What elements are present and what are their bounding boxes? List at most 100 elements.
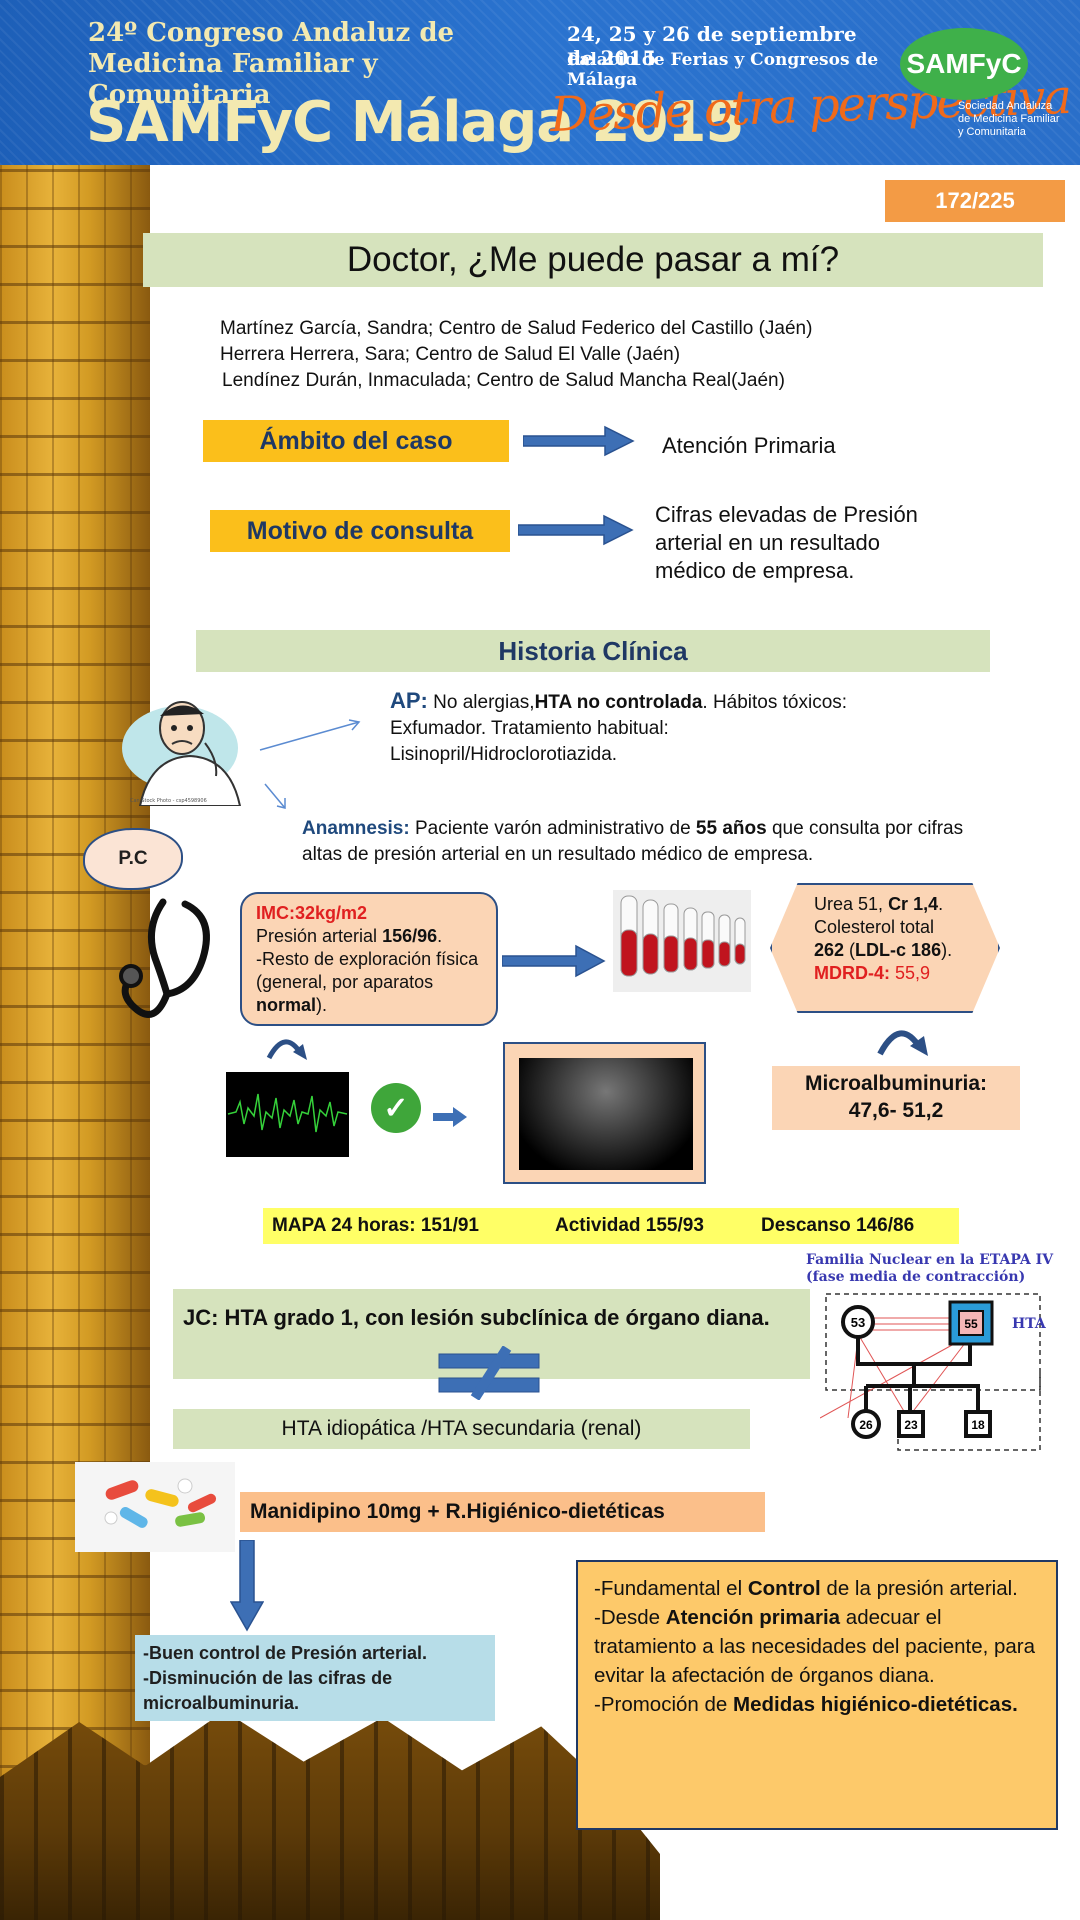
analitica-hexagon: Urea 51, Cr 1,4. Colesterol total 262 (L…: [770, 883, 1000, 1013]
genogram-father-age: 55: [964, 1317, 978, 1331]
ldl-value: LDL-c 186: [855, 940, 942, 960]
ecografia-image: [519, 1058, 693, 1170]
mapa-results-bar: MAPA 24 horas: 151/91 Actividad 155/93 D…: [263, 1208, 959, 1244]
poster-title: Doctor, ¿Me puede pasar a mí?: [143, 233, 1043, 287]
header-congress-name: 24º Congreso Andaluz de Medicina Familia…: [88, 18, 508, 111]
anamnesis-label: Anamnesis:: [302, 818, 410, 839]
genogram-child3-age: 18: [971, 1418, 985, 1432]
congress-header-banner: [0, 0, 1080, 165]
arrow-right-icon: [433, 1107, 467, 1127]
arrow-right-icon: [523, 425, 635, 457]
society-line2: de Medicina Familiar: [958, 113, 1060, 125]
decorative-stone-column: [0, 0, 150, 1920]
author-2: Herrera Herrera, Sara; Centro de Salud E…: [220, 344, 681, 365]
header-congress-line1: 24º Congreso Andaluz de: [88, 18, 455, 48]
family-genogram-diagram: 53 55 HTA 26 23 18: [820, 1293, 1047, 1451]
motivo-line2: arterial en un resultado: [655, 530, 881, 555]
header-society-name: Sociedad Andaluza de Medicina Familiar y…: [958, 100, 1078, 139]
conclusion-3-bold: Medidas higiénico-dietéticas.: [733, 1693, 1018, 1716]
mapa-descanso: Descanso 146/86: [761, 1215, 915, 1236]
conclusion-1-text: -Fundamental el: [594, 1577, 743, 1600]
stethoscope-icon: [119, 898, 210, 1018]
header-congress-line2: Medicina Familiar y Comunitaria: [88, 49, 378, 110]
header-venue: Palacio de Ferias y Congresos de Málaga: [567, 50, 879, 90]
exploracion-rest-text: -Resto de exploración física (general, p…: [256, 949, 479, 992]
motivo-label: Motivo de consulta: [210, 510, 510, 552]
resultado-line2: -Disminución de las cifras de: [143, 1668, 393, 1688]
diagnostico-diferencial: HTA idiopática /HTA secundaria (renal): [173, 1409, 750, 1449]
anamnesis-text-1: Paciente varón administrativo de: [414, 818, 691, 839]
urea-cr-line: Urea 51, Cr 1,4.: [814, 894, 944, 914]
exploracion-box: IMC:32kg/m2 Presión arterial 156/96. -Re…: [240, 892, 498, 1026]
anamnesis: Anamnesis: Paciente varón administrativo…: [302, 816, 1002, 868]
historia-clinica-heading: Historia Clínica: [196, 630, 990, 672]
curved-arrow-icon: [877, 1030, 928, 1056]
header-samfyc-title: SAMFyC Málaga 2015: [86, 90, 744, 155]
exploracion-normal: normal: [256, 995, 317, 1015]
urea-value: Urea 51,: [814, 894, 884, 914]
poster-number-badge: 172/225: [885, 180, 1065, 222]
conclusion-3-text: -Promoción de: [594, 1693, 728, 1716]
genogram-child2-age: 23: [904, 1418, 918, 1432]
doctor-watermark: Can Stock Photo - csp4598906: [130, 798, 207, 804]
arrow-right-icon: [502, 944, 606, 978]
genogram-title-line1: Familia Nuclear en la ETAPA IV: [806, 1252, 1054, 1268]
conclusion-1-bold: Control: [747, 1577, 821, 1600]
conclusion-2: -Desde Atención primaria adecuar el trat…: [594, 1603, 1040, 1690]
genogram-title-line2: (fase media de contracción): [806, 1269, 1026, 1285]
author-3: Lendínez Durán, Inmaculada; Centro de Sa…: [222, 370, 785, 391]
mapa-actividad: Actividad 155/93: [555, 1215, 704, 1236]
arrow-right-icon: [518, 514, 634, 546]
pa-value: 156/96: [382, 926, 438, 946]
anamnesis-text-2: que consulta por cifras altas de presión…: [302, 818, 964, 865]
mdrd-value: 55,9: [895, 963, 931, 983]
conclusion-1-end: de la presión arterial.: [826, 1577, 1018, 1600]
mdrd-label: MDRD-4:: [814, 963, 890, 983]
curved-arrow-icon: [266, 1039, 307, 1060]
pills-icon: [75, 1462, 235, 1552]
ap-text-1: No alergias,: [433, 692, 535, 713]
blood-pressure-line: Presión arterial 156/96.: [256, 926, 443, 946]
microalbuminuria-label: Microalbuminuria:: [804, 1072, 988, 1095]
checkmark-icon: ✓: [371, 1083, 421, 1133]
tratamiento-box: Manidipino 10mg + R.Higiénico-dietéticas: [240, 1492, 765, 1532]
conclusion-2-text: -Desde: [594, 1606, 661, 1629]
conclusiones-box: -Fundamental el Control de la presión ar…: [576, 1560, 1058, 1830]
colesterol-label: Colesterol total: [814, 917, 935, 937]
exploracion-rest: -Resto de exploración física (general, p…: [256, 948, 482, 1017]
conclusion-1: -Fundamental el Control de la presión ar…: [594, 1574, 1040, 1603]
conclusion-2-bold: Atención primaria: [665, 1606, 841, 1629]
antecedentes-personales: AP: No alergias,HTA no controlada. Hábit…: [390, 688, 860, 768]
conclusion-3: -Promoción de Medidas higiénico-dietétic…: [594, 1690, 1040, 1719]
arrow-down-icon: [230, 1540, 264, 1632]
microalbuminuria-box: Microalbuminuria: 47,6- 51,2: [772, 1066, 1020, 1130]
exploracion-rest-end: ).: [316, 995, 328, 1015]
society-line3: y Comunitaria: [958, 126, 1026, 138]
motivo-line3: médico de empresa.: [655, 558, 855, 583]
ecg-monitor-icon: [226, 1072, 349, 1157]
society-line1: Sociedad Andaluza: [958, 100, 1053, 112]
test-tubes-icon: [613, 890, 751, 992]
genogram-title: Familia Nuclear en la ETAPA IV (fase med…: [806, 1252, 1076, 1286]
mapa-total: MAPA 24 horas: 151/91: [272, 1215, 479, 1236]
authors-list: Martínez García, Sandra; Centro de Salud…: [220, 316, 1000, 394]
pa-label: Presión arterial: [256, 926, 378, 946]
mdrd-line: MDRD-4: 55,9: [814, 962, 998, 985]
resultado-box: -Buen control de Presión arterial. -Dism…: [135, 1635, 495, 1721]
ap-text-bold: HTA no controlada: [534, 692, 703, 713]
motivo-value: Cifras elevadas de Presión arterial en u…: [655, 501, 975, 585]
anamnesis-age: 55 años: [695, 818, 767, 839]
resultado-line3: microalbuminuria.: [143, 1693, 300, 1713]
ambito-label: Ámbito del caso: [203, 420, 509, 462]
header-date: 24, 25 y 26 de septiembre de 2015: [567, 22, 857, 70]
pointer-lines: [259, 719, 361, 809]
resultado-line1: -Buen control de Presión arterial.: [143, 1643, 428, 1663]
colesterol-value: 262: [814, 940, 845, 960]
genogram-mother-age: 53: [851, 1315, 865, 1330]
microalbuminuria-value: 47,6- 51,2: [848, 1099, 944, 1122]
doctor-cartoon-icon: Can Stock Photo - csp4598906: [122, 701, 242, 806]
samfyc-logo: SAMFyC: [900, 28, 1028, 100]
motivo-line1: Cifras elevadas de Presión: [655, 502, 918, 527]
ap-text-2: . Hábitos tóxicos: Exfumador. Tratamient…: [390, 692, 848, 765]
not-equal-icon: [438, 1346, 540, 1400]
